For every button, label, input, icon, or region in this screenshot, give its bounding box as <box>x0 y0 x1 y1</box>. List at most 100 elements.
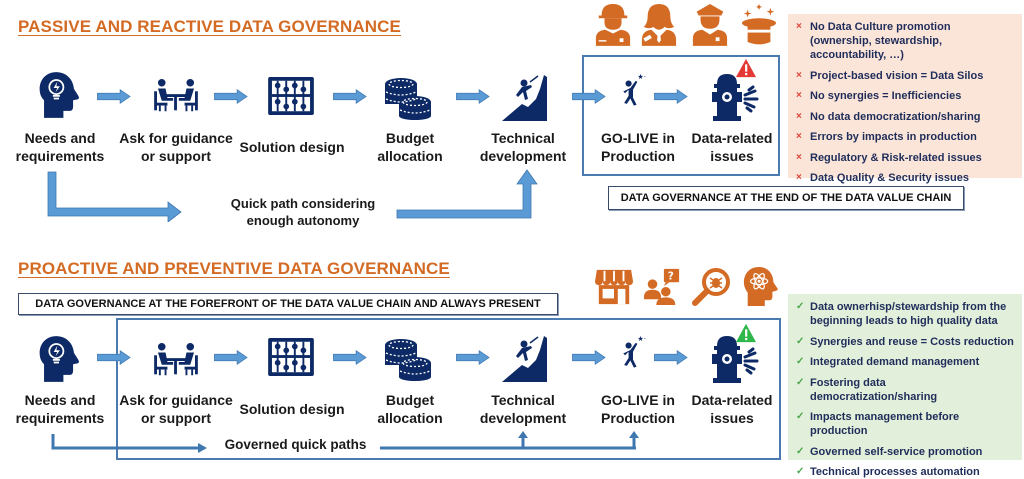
meeting-table-icon <box>152 342 200 380</box>
cross-icon: × <box>796 21 802 32</box>
benefit-item-text: Fostering data democratization/sharing <box>810 376 938 403</box>
head-atom-icon <box>742 264 780 308</box>
cross-icon: × <box>796 172 802 183</box>
flow-arrow <box>654 89 688 104</box>
benefit-item-text: Governed self-service promotion <box>810 445 983 458</box>
check-icon: ✓ <box>796 411 805 422</box>
issue-item-text: Data Quality & Security issues <box>810 172 969 184</box>
head-lightbulb-icon <box>37 70 81 120</box>
benefit-item-text: Technical processes automation <box>810 466 980 478</box>
issue-item-text: Project-based vision = Data Silos <box>810 69 984 82</box>
jumping-person-icon <box>618 332 648 382</box>
flow-arrow <box>97 89 131 104</box>
abacus-icon <box>267 76 315 116</box>
governed-quick-path-branches <box>380 431 639 450</box>
step-label-solution: Solution design <box>239 139 345 155</box>
warning-red-icon <box>735 58 757 78</box>
proactive-section-title: PROACTIVE AND PREVENTIVE DATA GOVERNANCE <box>18 259 450 278</box>
flow-arrow <box>572 89 606 104</box>
passive-end-box <box>582 55 780 176</box>
issue-item-text: No Data Culture promotion (ownership, st… <box>810 21 951 61</box>
issue-item: × Errors by impacts in production <box>796 130 1014 144</box>
flow-arrow <box>214 350 248 365</box>
benefit-item-text: Impacts management before production <box>810 411 960 437</box>
flow-arrow <box>456 350 490 365</box>
issue-item-text: No synergies = Inefficiencies <box>810 90 962 102</box>
quick-path-arrow-right <box>396 169 538 219</box>
step-label-solution: Solution design <box>239 401 345 417</box>
judge-icon <box>640 2 678 46</box>
cross-icon: × <box>796 131 802 142</box>
issue-item: × Data Quality & Security issues <box>796 171 1014 185</box>
check-icon: ✓ <box>796 301 805 312</box>
issue-item-text: Errors by impacts in production <box>810 131 977 143</box>
benefit-item: ✓ Integrated demand management <box>796 355 1014 369</box>
cross-icon: × <box>796 110 802 122</box>
check-icon: ✓ <box>796 466 805 477</box>
check-icon: ✓ <box>796 356 805 367</box>
flow-arrow <box>333 89 367 104</box>
cross-icon: × <box>796 69 802 81</box>
store-icon <box>595 268 633 306</box>
coins-icon <box>383 337 433 381</box>
benefit-item: ✓ Data ownerhisp/stewardship from the beg… <box>796 300 1014 328</box>
issue-item: × No data democratization/sharing <box>796 110 1014 124</box>
benefit-item-text: Integrated demand management <box>810 356 980 368</box>
flow-arrow <box>333 350 367 365</box>
flow-arrow <box>654 350 688 365</box>
magic-hat-icon <box>740 2 778 46</box>
police-officer-icon <box>691 2 729 46</box>
passive-section-title: PASSIVE AND REACTIVE DATA GOVERNANCE <box>18 17 401 36</box>
coins-icon <box>383 76 433 120</box>
check-icon: ✓ <box>796 376 805 388</box>
benefit-item: ✓ Impacts management before production <box>796 410 1014 438</box>
cross-icon: × <box>796 151 802 163</box>
meeting-table-icon <box>152 78 200 116</box>
cross-icon: × <box>796 90 802 101</box>
check-icon: ✓ <box>796 335 805 347</box>
issue-item: × Project-based vision = Data Silos <box>796 69 1014 83</box>
issue-item-text: No data democratization/sharing <box>810 110 981 123</box>
warning-green-icon <box>735 323 757 343</box>
climber-icon <box>500 333 550 383</box>
benefits-panel: ✓ Data ownerhisp/stewardship from the beg… <box>788 294 1022 478</box>
issue-item: × No synergies = Inefficiencies <box>796 89 1014 103</box>
head-lightbulb-icon <box>37 334 81 384</box>
flow-arrow <box>214 89 248 104</box>
check-icon: ✓ <box>796 445 805 457</box>
issue-item-text: Regulatory & Risk-related issues <box>810 151 982 164</box>
benefit-item: ✓ Synergies and reuse = Costs reduction <box>796 335 1014 349</box>
proactive-caption: DATA GOVERNANCE AT THE FOREFRONT OF THE … <box>18 293 558 315</box>
benefit-item-text: Data ownerhisp/stewardship from the begi… <box>810 301 1007 327</box>
benefit-item: ✓ Governed self-service promotion <box>796 445 1014 459</box>
flow-arrow <box>572 350 606 365</box>
passive-caption: DATA GOVERNANCE AT THE END OF THE DATA V… <box>608 186 964 210</box>
benefit-item: ✓ Fostering data democratization/sharing <box>796 376 1014 404</box>
governed-quick-path-arrow <box>51 434 207 453</box>
bug-magnifier-icon <box>692 266 732 306</box>
people-question-icon <box>643 266 681 306</box>
abacus-icon <box>267 337 315 377</box>
quick-path-arrow-left <box>47 171 182 222</box>
benefit-item: ✓ Technical processes automation <box>796 465 1014 479</box>
hydrant-icon <box>705 72 759 122</box>
flow-arrow <box>97 350 131 365</box>
issue-item: × Regulatory & Risk-related issues <box>796 151 1014 165</box>
governed-quick-paths-label: Governed quick paths <box>224 437 367 452</box>
issue-item: × No Data Culture promotion (ownership, s… <box>796 20 1014 62</box>
issues-panel: × No Data Culture promotion (ownership, s… <box>788 14 1022 184</box>
firefighter-icon <box>594 2 632 46</box>
benefit-item-text: Synergies and reuse = Costs reduction <box>810 335 1014 348</box>
